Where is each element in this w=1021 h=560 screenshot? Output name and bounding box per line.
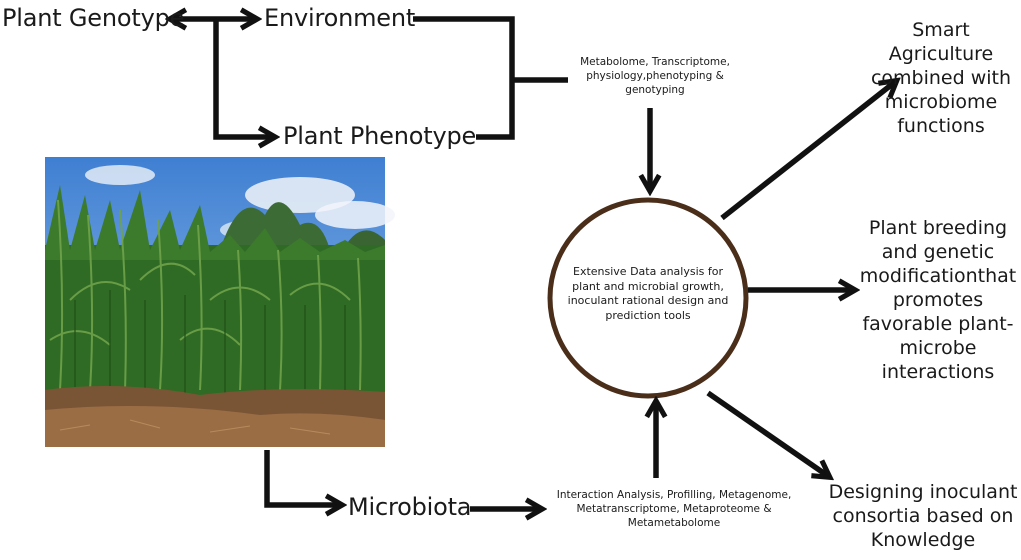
- maize-field-photo: [45, 157, 395, 447]
- smart-agriculture-label: Smart Agriculture combined with microbio…: [870, 19, 1012, 137]
- phenotype-arrow: [213, 19, 273, 137]
- photo-to-microbiota-arrow: [264, 450, 340, 505]
- to-inoculant-arrow: [706, 390, 828, 476]
- microbiota-label: Microbiota: [348, 493, 472, 521]
- central-analysis-label: Extensive Data analysis for plant and mi…: [567, 265, 729, 322]
- omics-bottom-label: Interaction Analysis, Profilling, Metage…: [556, 489, 792, 529]
- plant-phenotype-label: Plant Phenotype: [283, 122, 477, 150]
- environment-label: Environment: [264, 4, 416, 32]
- to-smart-agriculture-arrow: [720, 82, 895, 221]
- merge-bracket: [413, 16, 515, 140]
- plant-breeding-label: Plant breeding and genetic modificationt…: [859, 217, 1017, 383]
- omics-top-label: Metabolome, Transcriptome, physiology,ph…: [580, 56, 730, 96]
- plant-genotype-label: Plant Genotype: [2, 4, 185, 32]
- inoculant-design-label: Designing inoculant consortia based on K…: [828, 481, 1018, 551]
- central-analysis-circle: [547, 197, 749, 399]
